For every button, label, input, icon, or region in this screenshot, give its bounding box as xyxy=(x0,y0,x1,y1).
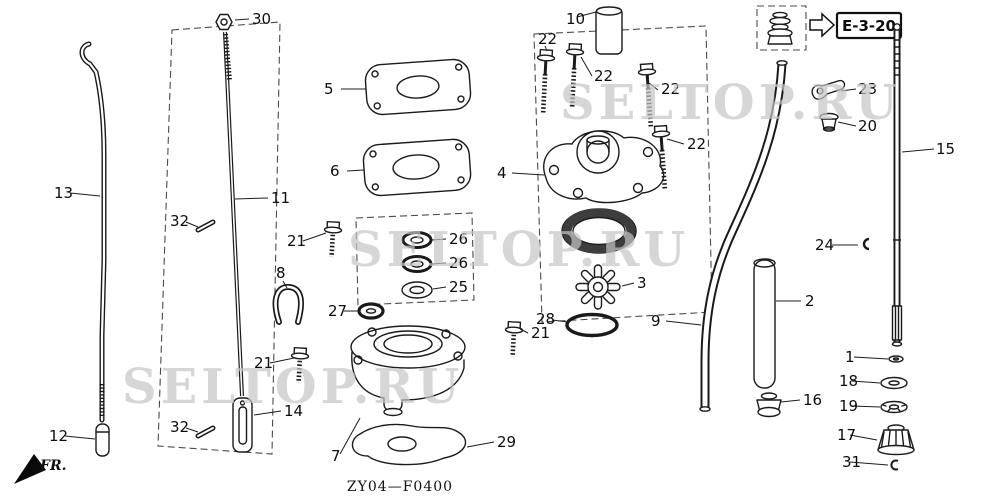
part-pump-liner xyxy=(561,208,637,254)
callout-10: 10 xyxy=(566,10,585,28)
part-pin-32-lower xyxy=(198,428,213,436)
callout-4: 4 xyxy=(497,164,507,182)
part-gasket-6 xyxy=(362,138,472,197)
front-direction-marker: FR. xyxy=(14,454,66,484)
callout-5: 5 xyxy=(324,80,334,98)
callout-26-b: 26 xyxy=(449,254,468,272)
part-rod-11 xyxy=(223,31,244,397)
callout-32-a: 32 xyxy=(170,212,189,230)
part-seal-26-b xyxy=(401,255,433,273)
callout-13: 13 xyxy=(54,184,73,202)
callout-14: 14 xyxy=(284,402,303,420)
callout-20: 20 xyxy=(858,117,877,135)
part-joint-14 xyxy=(232,397,253,453)
watermark-top: SELTOP.RU xyxy=(560,75,901,131)
callout-9: 9 xyxy=(651,312,661,330)
callout-23: 23 xyxy=(858,80,877,98)
part-tube-10 xyxy=(595,6,623,55)
part-shift-shaft-9 xyxy=(699,60,788,412)
part-drive-shaft-15 xyxy=(891,23,903,347)
callout-21-b: 21 xyxy=(531,324,550,342)
watermarks: SELTOP.RU SELTOP.RU SELTOP.RU xyxy=(122,75,901,415)
part-clip-24 xyxy=(862,237,870,251)
part-bolt-21-b xyxy=(504,322,523,358)
callout-29: 29 xyxy=(497,433,516,451)
part-washer-1 xyxy=(888,355,904,363)
front-label: FR. xyxy=(39,458,66,474)
callout-11: 11 xyxy=(271,189,290,207)
diagram-code: ZY04—F0400 xyxy=(347,479,453,495)
part-bolt-22-a xyxy=(535,50,555,115)
part-impeller-3 xyxy=(575,264,621,310)
callout-19: 19 xyxy=(839,397,858,415)
callout-25: 25 xyxy=(449,278,468,296)
part-bolt-21-a xyxy=(323,222,342,258)
callout-16: 16 xyxy=(803,391,822,409)
part-reference-boot xyxy=(767,11,793,45)
reference-label: E-3-20 xyxy=(842,17,896,35)
callout-26-a: 26 xyxy=(449,230,468,248)
front-arrow-icon xyxy=(14,454,46,484)
callout-17: 17 xyxy=(837,426,856,444)
part-shift-rod-13 xyxy=(79,41,107,423)
callout-22-a: 22 xyxy=(538,30,557,48)
leader-lines xyxy=(64,11,935,466)
callout-27: 27 xyxy=(328,302,347,320)
part-bushing-12 xyxy=(95,423,110,457)
part-pump-housing-4 xyxy=(543,130,665,204)
callout-28: 28 xyxy=(536,310,555,328)
callout-22-b: 22 xyxy=(594,67,613,85)
part-washer-19 xyxy=(880,400,908,414)
callout-2: 2 xyxy=(805,292,815,310)
part-washer-25 xyxy=(401,281,433,299)
watermark-bottom: SELTOP.RU xyxy=(122,359,463,415)
dashed-group-boxes xyxy=(157,5,807,455)
callout-21-a: 21 xyxy=(287,232,306,250)
callout-8: 8 xyxy=(276,264,286,282)
callout-24: 24 xyxy=(815,236,834,254)
part-oring-28 xyxy=(565,312,619,338)
part-seal-27 xyxy=(357,302,385,320)
reference-arrow-icon xyxy=(809,12,836,38)
part-grommet-20 xyxy=(819,112,839,132)
callout-labels: 30 10 22 22 22 22 23 20 15 5 6 13 11 32 … xyxy=(49,10,955,471)
part-gasket-5 xyxy=(364,58,472,116)
part-pump-base-7 xyxy=(350,325,466,417)
reference-link[interactable]: E-3-20 xyxy=(835,11,903,40)
part-grommet-16 xyxy=(756,392,782,418)
part-washer-18 xyxy=(880,376,908,390)
callout-12: 12 xyxy=(49,427,68,445)
part-pin-32-upper xyxy=(198,222,213,230)
part-seal-26-a xyxy=(401,231,433,249)
callout-1: 1 xyxy=(845,348,855,366)
part-gasket-29 xyxy=(351,423,467,466)
part-nut-30 xyxy=(215,13,233,31)
callout-21-c: 21 xyxy=(254,354,273,372)
callout-3: 3 xyxy=(637,274,647,292)
callout-22-c: 22 xyxy=(661,80,680,98)
callout-6: 6 xyxy=(330,162,340,180)
part-clip-23 xyxy=(811,79,846,100)
callout-15: 15 xyxy=(936,140,955,158)
part-tube-2 xyxy=(753,258,776,389)
callout-18: 18 xyxy=(839,372,858,390)
callout-32-b: 32 xyxy=(170,418,189,436)
callout-22-d: 22 xyxy=(687,135,706,153)
watermark-middle: SELTOP.RU xyxy=(348,222,689,278)
callout-31: 31 xyxy=(842,453,861,471)
part-pinion-gear-17 xyxy=(877,424,915,456)
callout-30: 30 xyxy=(252,10,271,28)
part-clip-8 xyxy=(272,284,304,325)
callout-7: 7 xyxy=(331,447,341,465)
part-clip-31 xyxy=(890,459,899,471)
